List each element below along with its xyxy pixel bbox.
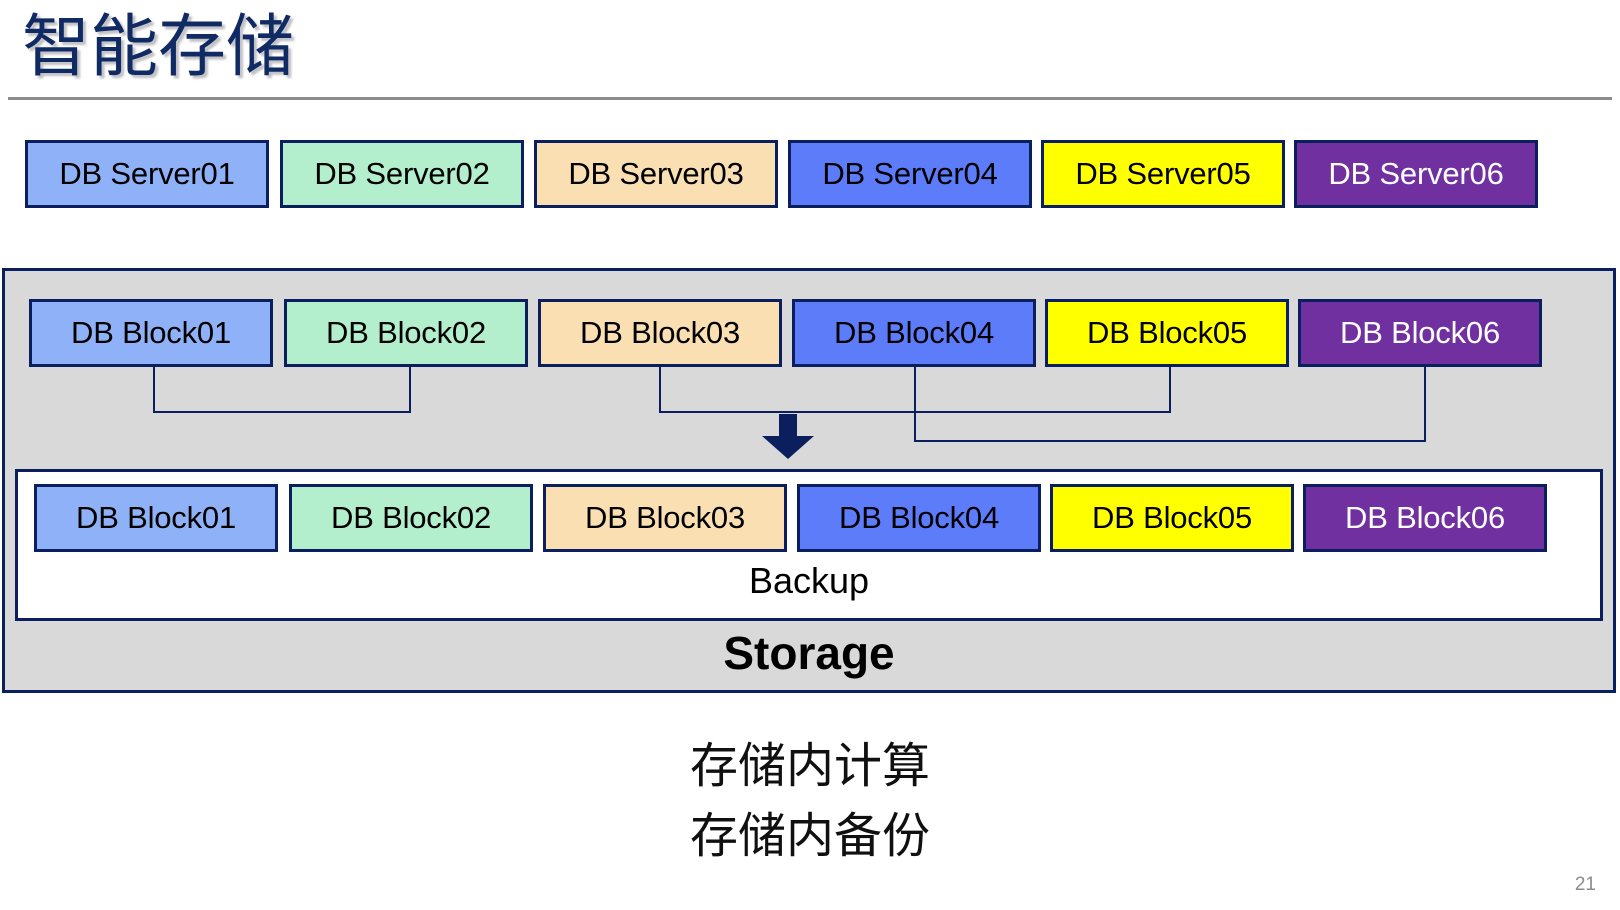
backup-block-box-label: DB Block02 [331, 500, 491, 535]
db-server-box-1[interactable]: DB Server01 [25, 140, 269, 208]
db-block-box-5[interactable]: DB Block05 [1045, 299, 1289, 367]
backup-box: DB Block01 DB Block02 DB Block03 DB Block04… [15, 469, 1603, 621]
db-server-box-label: DB Server04 [822, 156, 998, 191]
connector-block01-to-block02 [153, 367, 411, 413]
backup-block-box-label: DB Block01 [76, 500, 236, 535]
backup-block-box-5[interactable]: DB Block05 [1050, 484, 1294, 552]
backup-block-box-label: DB Block05 [1092, 500, 1252, 535]
page-title: 智能存储 [22, 9, 295, 85]
db-block-box-3[interactable]: DB Block03 [538, 299, 782, 367]
caption-line-2: 存储内备份 [689, 810, 930, 863]
backup-block-box-1[interactable]: DB Block01 [34, 484, 278, 552]
db-server-box-label: DB Server01 [59, 156, 235, 191]
db-block-box-label: DB Block03 [580, 315, 740, 350]
backup-block-box-4[interactable]: DB Block04 [797, 484, 1041, 552]
db-block-box-2[interactable]: DB Block02 [284, 299, 528, 367]
db-server-box-5[interactable]: DB Server05 [1041, 140, 1285, 208]
backup-label: Backup [748, 560, 870, 601]
backup-block-box-3[interactable]: DB Block03 [543, 484, 787, 552]
db-server-box-3[interactable]: DB Server03 [534, 140, 778, 208]
db-server-box-2[interactable]: DB Server02 [280, 140, 524, 208]
backup-block-box-label: DB Block04 [839, 500, 999, 535]
caption-line-1: 存储内计算 [689, 740, 930, 793]
storage-container: DB Block01 DB Block02 DB Block03 DB Block04… [2, 268, 1616, 693]
title-divider [8, 97, 1612, 100]
db-block-box-label: DB Block05 [1087, 315, 1247, 350]
page-number: 21 [1574, 874, 1596, 895]
db-block-box-1[interactable]: DB Block01 [29, 299, 273, 367]
db-server-box-label: DB Server03 [568, 156, 744, 191]
backup-block-box-label: DB Block06 [1345, 500, 1505, 535]
db-block-box-label: DB Block01 [71, 315, 231, 350]
db-server-box-4[interactable]: DB Server04 [788, 140, 1032, 208]
backup-block-box-2[interactable]: DB Block02 [289, 484, 533, 552]
db-block-box-label: DB Block02 [326, 315, 486, 350]
db-server-box-label: DB Server02 [314, 156, 490, 191]
db-block-box-label: DB Block04 [834, 315, 994, 350]
db-server-box-label: DB Server06 [1328, 156, 1504, 191]
caption-block: 存储内计算 存储内备份 [0, 732, 1620, 872]
db-server-box-6[interactable]: DB Server06 [1294, 140, 1538, 208]
connector-block04-to-block06 [914, 367, 1426, 442]
storage-label: Storage [723, 627, 895, 679]
backup-block-box-6[interactable]: DB Block06 [1303, 484, 1547, 552]
db-block-box-4[interactable]: DB Block04 [792, 299, 1036, 367]
down-arrow-icon [762, 414, 814, 459]
db-block-box-label: DB Block06 [1340, 315, 1500, 350]
backup-block-box-label: DB Block03 [585, 500, 745, 535]
db-block-box-6[interactable]: DB Block06 [1298, 299, 1542, 367]
db-server-box-label: DB Server05 [1075, 156, 1251, 191]
